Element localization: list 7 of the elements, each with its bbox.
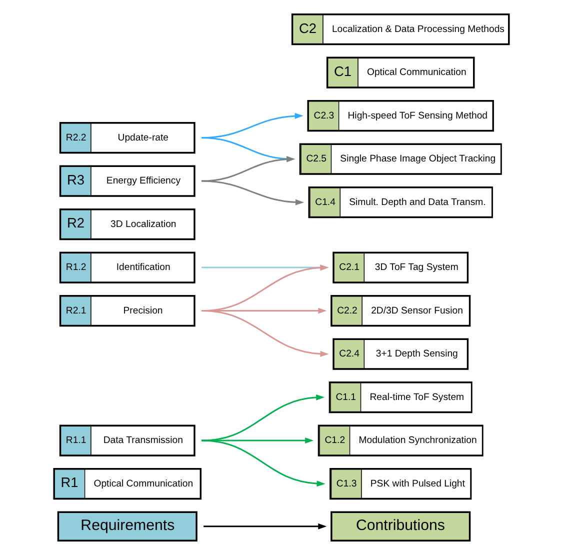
arrow [201,394,325,442]
arrow [201,264,329,312]
arrow [202,180,304,206]
arrow [201,440,326,487]
arrow [202,264,329,271]
arrow [201,310,329,357]
arrow [204,523,327,530]
